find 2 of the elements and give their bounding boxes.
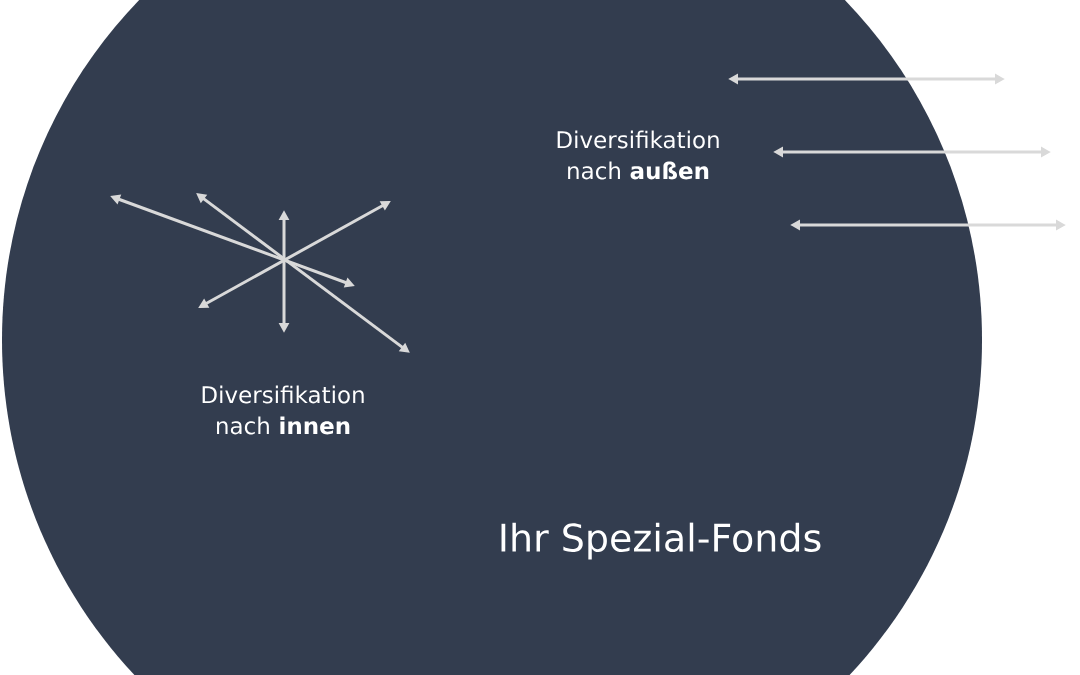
label: Diversifikation nach außen bbox=[557, 130, 719, 180]
label: Diversifikation nach innen bbox=[202, 385, 364, 435]
